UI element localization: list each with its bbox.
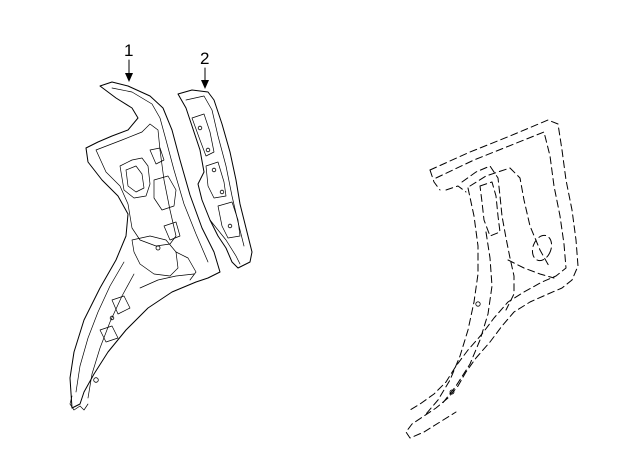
- part-2-lower-recess: [217, 201, 241, 239]
- callout-2-arrowhead: [201, 80, 209, 89]
- callout-1: 1: [124, 41, 133, 82]
- part-1-outline: [69, 81, 221, 409]
- phantom-outline-outer: [405, 119, 579, 439]
- part-1-bracket-b: [99, 325, 119, 343]
- part-2-lower-seam: [209, 219, 241, 265]
- part-2-mid-recess: [205, 161, 227, 199]
- phantom-front-edge: [425, 187, 479, 415]
- part-2-pillar-reinforcement: [177, 89, 253, 269]
- part-1-tab: [149, 147, 165, 165]
- part-1-rib: [175, 251, 197, 281]
- part-1-window-cutout: [119, 157, 151, 199]
- part-1-clip: [163, 221, 181, 241]
- part-1-bracket-a: [111, 295, 131, 315]
- phantom-door-line: [441, 231, 493, 405]
- part-1-lower-seam: [139, 273, 195, 289]
- callout-2-label: 2: [200, 49, 209, 68]
- phantom-roof-seam: [445, 185, 467, 193]
- callout-1-label: 1: [124, 41, 133, 60]
- part-2-hole-b: [205, 147, 211, 153]
- phantom-hole-b: [449, 389, 455, 395]
- phantom-belt-line: [507, 259, 555, 279]
- part-1-wheel-arch-edge: [75, 261, 125, 393]
- phantom-window-opening: [479, 181, 501, 237]
- part-1-hole-c: [155, 245, 161, 251]
- phantom-pillar-edge: [461, 165, 515, 311]
- callout-2: 2: [200, 49, 209, 89]
- callout-1-arrowhead: [125, 73, 133, 82]
- phantom-fuel-door: [531, 234, 553, 262]
- part-2-hole-e: [227, 223, 233, 229]
- part-1-wheel-arch-inner: [87, 273, 135, 399]
- part-1-hole-a: [93, 377, 99, 383]
- part-1-lower-pocket: [131, 235, 179, 277]
- phantom-outer-panel: [405, 119, 579, 439]
- part-2-hole-a: [197, 125, 203, 131]
- part-1-hole-b: [109, 315, 115, 321]
- phantom-pillar-inner: [469, 167, 551, 269]
- part-2-hole-c: [211, 167, 217, 173]
- part-2-upper-recess: [191, 113, 215, 157]
- part-1-inner-quarter-panel: [69, 81, 221, 411]
- part-1-window-inner: [125, 165, 145, 193]
- part-2-outline: [177, 89, 253, 269]
- phantom-hole-a: [475, 301, 481, 307]
- part-2-hole-d: [219, 189, 225, 195]
- part-1-upper-pocket: [95, 123, 177, 247]
- phantom-outline-inner: [409, 131, 567, 411]
- part-1-foot-tabs: [69, 395, 89, 411]
- part-1-flange-edge: [111, 87, 209, 263]
- part-1-side-pocket: [153, 175, 177, 211]
- phantom-roof-tab: [429, 169, 441, 191]
